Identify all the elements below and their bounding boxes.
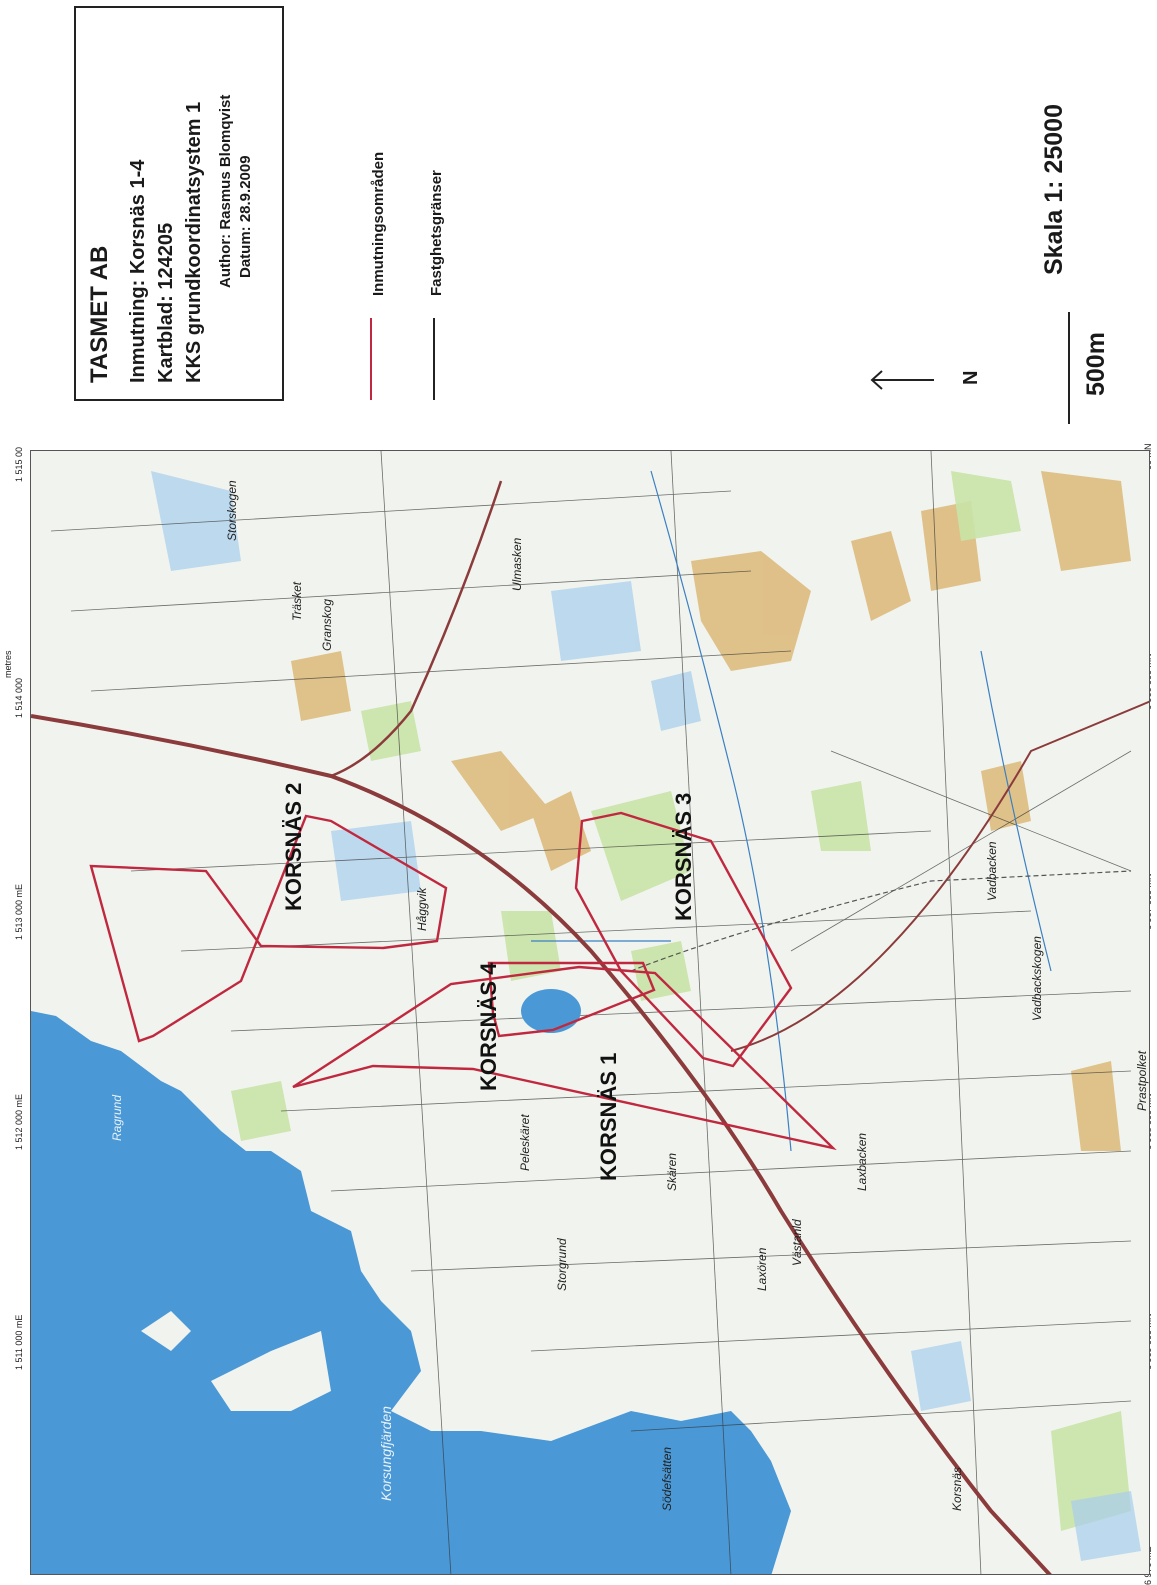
- place-label: Ulmasken: [510, 537, 524, 591]
- datum-label: Datum: 28.9.2009: [237, 155, 254, 278]
- place-label: Laxbacken: [855, 1133, 869, 1191]
- claim-label: KORSNÄS 3: [671, 793, 696, 921]
- place-label: Laxören: [755, 1247, 769, 1291]
- legend-box: TASMET AB Inmutning: Korsnäs 1-4 Kartbla…: [74, 6, 284, 401]
- place-label: Håggvik: [415, 887, 429, 931]
- claim-korsnas-3: [574, 811, 793, 1068]
- place-label: Vadbacken: [985, 841, 999, 901]
- place-labels: Västanld Laxören Skären Peleskäret Håggv…: [110, 480, 1149, 1511]
- place-label: Vadbackskogen: [1030, 936, 1044, 1021]
- streams: [531, 470, 1052, 1152]
- claim-line-swatch: [370, 318, 372, 400]
- island: [141, 1311, 191, 1351]
- grid-tick-top: 1 515 00: [14, 446, 24, 482]
- system-label: KKS grundkoordinatsystem 1: [183, 101, 205, 383]
- inmutning-label: Inmutning: Korsnäs 1-4: [127, 159, 149, 383]
- grid-tick-top: 1 512 000 mE: [14, 1093, 24, 1150]
- main-road: [31, 714, 1052, 1574]
- topographic-map: KORSNÄS 2 KORSNÄS 4 KORSNÄS 3 KORSNÄS 1 …: [30, 450, 1150, 1575]
- place-label: Västanld: [790, 1219, 804, 1266]
- track: [630, 870, 1132, 972]
- scale-text: Skala 1: 25000: [1040, 104, 1068, 275]
- place-label: Ragrund: [110, 1095, 124, 1141]
- claim-label: KORSNÄS 1: [596, 1053, 621, 1181]
- map-canvas: KORSNÄS 2 KORSNÄS 4 KORSNÄS 3 KORSNÄS 1 …: [31, 451, 1149, 1574]
- north-label: N: [960, 370, 982, 385]
- fields: [291, 471, 1131, 1151]
- place-label: Granskog: [320, 599, 334, 651]
- wetland-areas: [151, 471, 1141, 1561]
- legend-label-claims: Inmutningsområden: [370, 151, 387, 296]
- grid-metres-label: metres: [3, 650, 13, 678]
- boundary-line-swatch: [433, 318, 435, 400]
- grid-tick-top: 1 514 000: [14, 677, 24, 718]
- place-label: Korsnäs: [950, 1467, 964, 1511]
- scale-bar: [1068, 312, 1070, 424]
- claim-label: KORSNÄS 4: [476, 962, 501, 1091]
- claim-korsnas-4: [487, 961, 656, 1038]
- claim-korsnas-2: [89, 814, 448, 1043]
- grid-tick-top: 1 513 000 mE: [14, 883, 24, 940]
- claim-labels: KORSNÄS 2 KORSNÄS 4 KORSNÄS 3 KORSNÄS 1: [281, 783, 696, 1181]
- place-label: Korsungfjärden: [378, 1406, 394, 1501]
- place-label: Södefsätten: [660, 1447, 674, 1511]
- grid-tick-top: 1 511 000 mE: [14, 1314, 24, 1370]
- island: [211, 1331, 331, 1411]
- company-title: TASMET AB: [86, 245, 113, 383]
- scale-bar-label: 500m: [1082, 332, 1110, 396]
- place-label: Storgrund: [555, 1238, 569, 1291]
- author-label: Author: Rasmus Blomqvist: [217, 94, 234, 288]
- claim-label: KORSNÄS 2: [281, 783, 306, 911]
- place-label: Träsket: [290, 581, 304, 621]
- place-label: Peleskäret: [518, 1114, 532, 1171]
- place-label: Skären: [665, 1153, 679, 1191]
- place-label: Storskogen: [225, 480, 239, 541]
- kartblad-label: Kartblad: 124205: [155, 222, 177, 383]
- claim-korsnas-1: [292, 965, 837, 1151]
- property-boundaries: [50, 451, 1132, 1574]
- legend-label-boundaries: Fastghetsgränser: [428, 170, 445, 296]
- sea-area: [31, 1011, 791, 1574]
- north-arrow-icon: [870, 370, 934, 390]
- lake: [521, 989, 581, 1033]
- side-road: [330, 480, 503, 778]
- side-road: [730, 700, 1149, 1052]
- place-label: Prastpolket: [1135, 1050, 1149, 1111]
- claim-areas: [89, 811, 837, 1151]
